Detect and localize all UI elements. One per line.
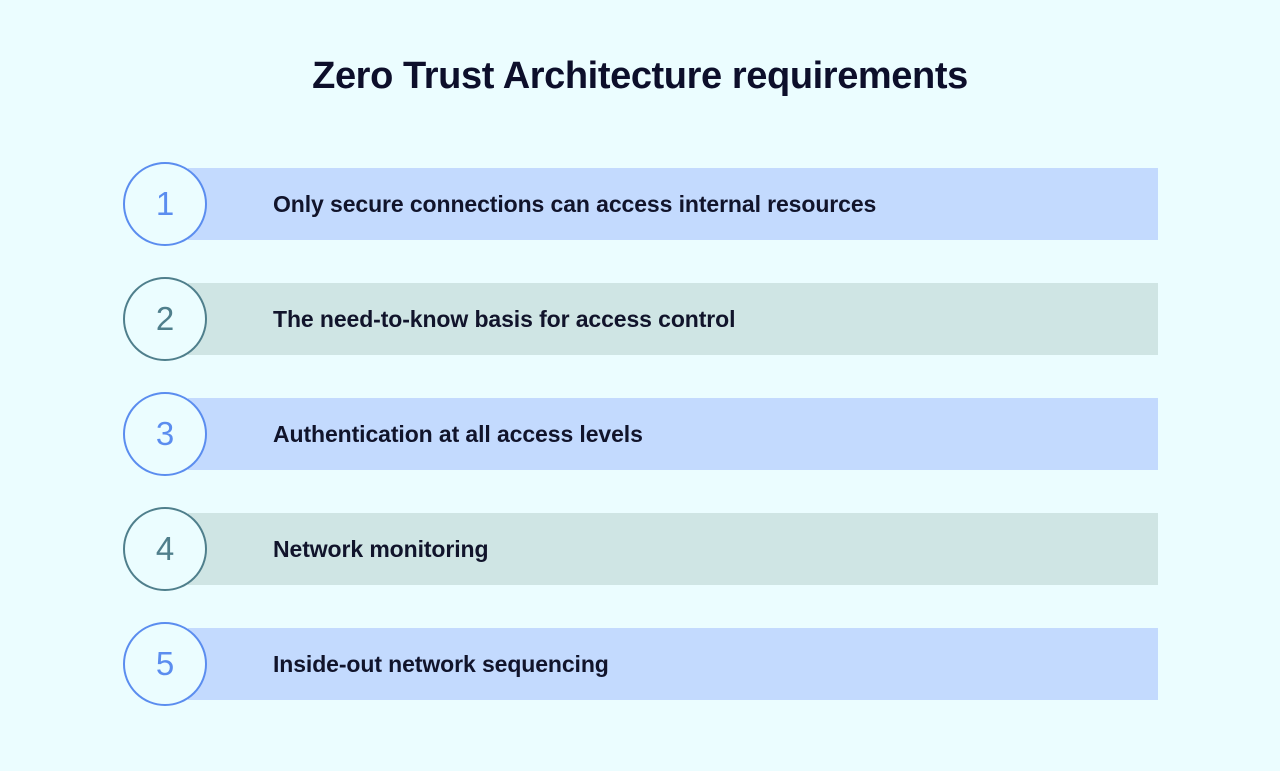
list-item: 3 Authentication at all access levels	[0, 392, 1280, 476]
list-item-number: 3	[155, 414, 175, 452]
list-item-number-badge: 4	[123, 507, 207, 591]
list-item-bar	[188, 628, 1158, 700]
list-item: 1 Only secure connections can access int…	[0, 162, 1280, 246]
list-item-number: 1	[155, 184, 175, 222]
list-item-number: 4	[155, 529, 175, 567]
list-item-number-badge: 2	[123, 277, 207, 361]
list-item-number: 5	[155, 644, 175, 682]
list-item-bar	[188, 283, 1158, 355]
list-item-number-badge: 5	[123, 622, 207, 706]
list-item-number: 2	[155, 299, 175, 337]
list-item-label: Authentication at all access levels	[273, 420, 643, 447]
list-item: 4 Network monitoring	[0, 507, 1280, 591]
requirements-list: 1 Only secure connections can access int…	[0, 162, 1280, 706]
list-item-label: Only secure connections can access inter…	[273, 190, 877, 217]
list-item-number-badge: 1	[123, 162, 207, 246]
list-item: 5 Inside-out network sequencing	[0, 622, 1280, 706]
list-item-bar	[188, 398, 1158, 470]
list-item: 2 The need-to-know basis for access cont…	[0, 277, 1280, 361]
list-item-bar	[188, 168, 1158, 240]
list-item-label: Network monitoring	[273, 535, 489, 562]
list-item-label: The need-to-know basis for access contro…	[273, 305, 736, 332]
list-item-label: Inside-out network sequencing	[273, 650, 609, 677]
page-title: Zero Trust Architecture requirements	[312, 55, 968, 97]
list-item-bar	[188, 513, 1158, 585]
list-item-number-badge: 3	[123, 392, 207, 476]
